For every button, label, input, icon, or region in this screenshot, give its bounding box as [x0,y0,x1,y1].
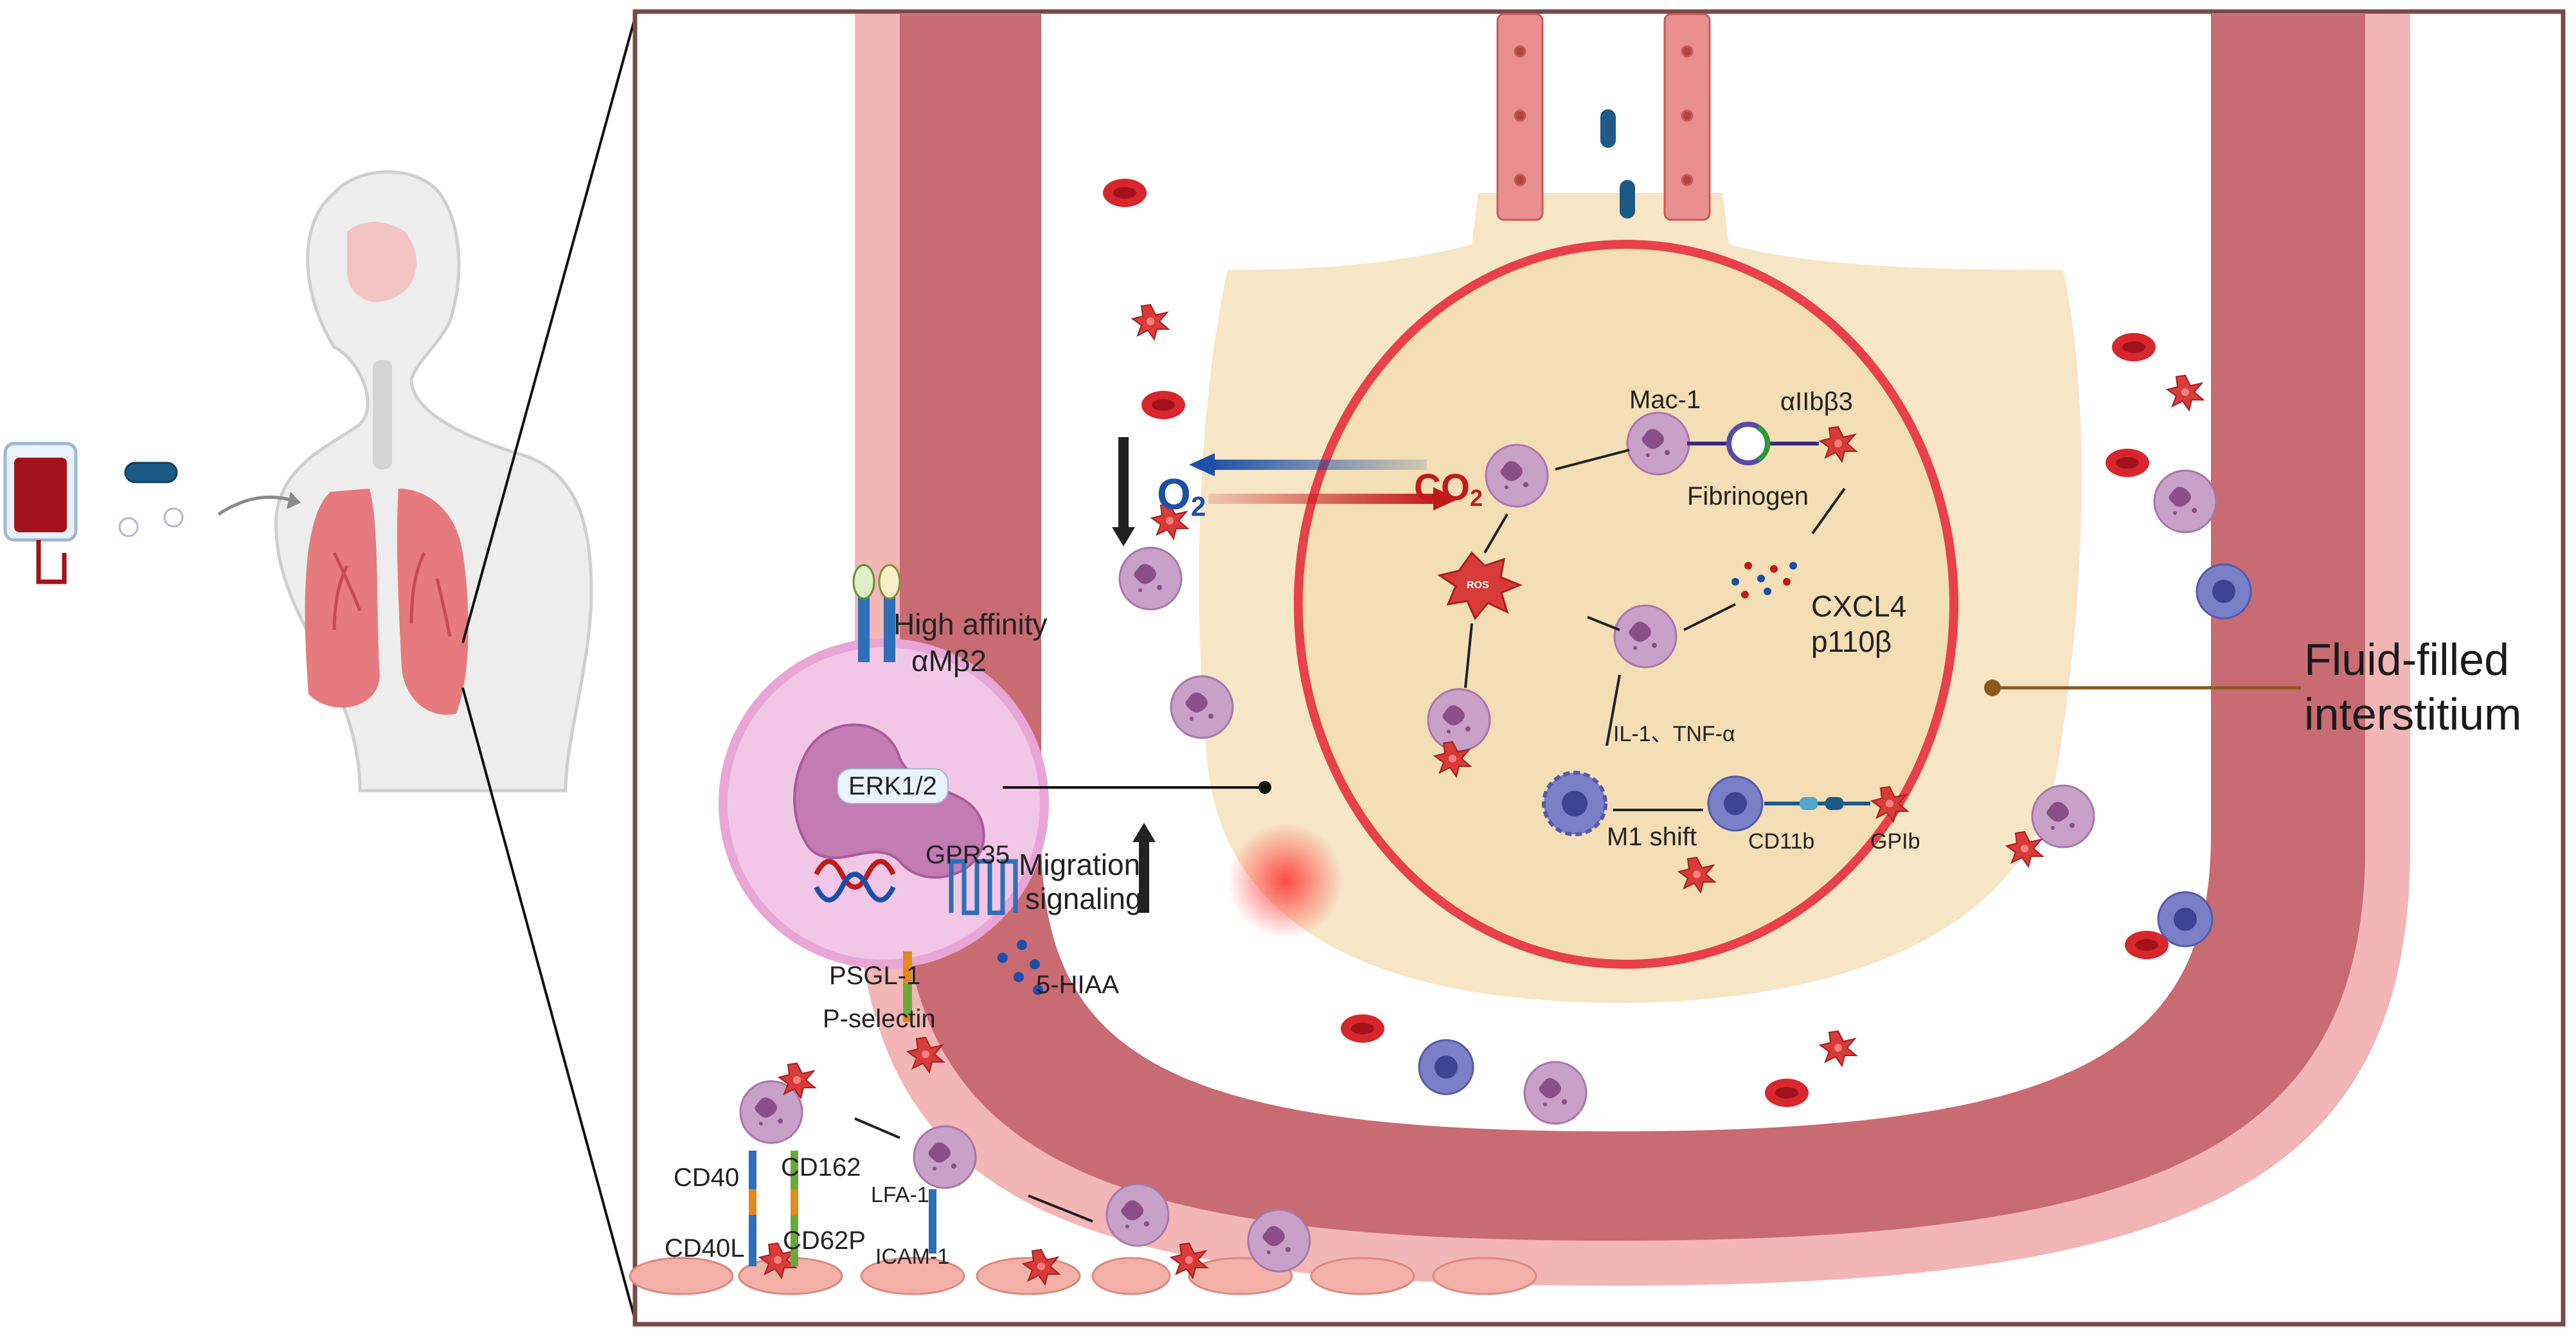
label-cd40l: CD40L [665,1234,745,1263]
label-cd162: CD162 [781,1153,861,1182]
blood-bag-icon [3,442,78,584]
interaction-arrows [1464,449,1846,811]
injury-glow [1228,823,1343,939]
bacterium-icon [124,462,178,483]
neutrophil-transmigration [1247,1209,1311,1273]
label-p110b: p110β [1811,625,1892,658]
ros-burst [1437,551,1523,620]
label-aiib-b3: αIIbβ3 [1780,388,1853,416]
label-ros: ROS [1467,580,1489,591]
co2-arrow [1208,494,1440,504]
flow-arrow-up [1139,836,1149,913]
label-interstitium: interstitium [2304,689,2522,739]
alveolus [1199,193,2082,1003]
flow-arrow-down [1118,437,1129,534]
label-co2: CO2 [1414,467,1483,511]
label-cd40: CD40 [674,1164,740,1192]
label-gpr35: GPR35 [926,841,1010,869]
bacterium-icon [1600,109,1616,148]
cxcl4-granules [1731,562,1797,598]
neutrophil-lower-left [1427,688,1491,752]
neutrophil-adhesion [1105,1183,1170,1247]
neutrophil-mac1 [1626,411,1690,476]
blood-vessel [855,14,2410,1286]
bacterium-icon [1620,180,1635,219]
cascade-arrow-1 [854,1117,900,1139]
airway-epithelium [1496,13,1711,221]
virus-icon [118,507,184,537]
erk-badge: ERK1/2 [837,768,949,804]
m1-macrophage [1542,771,1607,836]
o2-arrow [1208,460,1427,470]
label-cd11b: CD11b [1748,829,1815,854]
label-5-hiaa: 5-HIAA [1036,971,1119,999]
neutrophil-rolling-2 [913,1125,977,1189]
label-signaling: signaling [1025,882,1142,915]
zoom-panel-border [632,9,2566,1327]
label-m1-shift: M1 shift [1607,823,1697,851]
gpr35-receptor [949,859,1018,915]
neutrophil-center [1613,604,1677,669]
neutrophil-rolling-1 [739,1080,803,1144]
label-psgl1: PSGL-1 [829,962,921,990]
label-lfa1: LFA-1 [871,1183,929,1207]
mac1-fibrinogen-bridge [1687,422,1819,465]
endothelium-row [629,1257,1537,1295]
zoom-line-bottom [461,687,638,1325]
label-mac1: Mac-1 [1629,386,1701,414]
cascade-arrow-2 [1028,1194,1093,1223]
label-fibrinogen: Fibrinogen [1687,482,1809,510]
label-integrin: αMβ2 [911,644,987,678]
cd11b-gpib-bridge [1764,797,1870,810]
zoom-line-top [461,12,638,643]
integrin-receptor [852,564,901,662]
macrophage [1707,775,1764,832]
label-migration: Migration [1019,848,1141,881]
neutrophil-netosis [1485,444,1549,508]
label-gpib: GPIb [1870,829,1920,854]
label-p-selectin: P-selectin [823,1005,936,1033]
platelet-cd40 [778,1063,816,1099]
label-fluid-filled: Fluid-filled [2304,634,2509,685]
inhalation-arrow [217,495,296,516]
label-high-affinity: High affinity [893,607,1048,641]
human-figure [274,170,593,793]
label-cd62p: CD62P [783,1227,866,1255]
label-o2: O2 [1157,470,1206,522]
label-icam1: ICAM-1 [875,1245,950,1269]
label-il1-tnf: IL-1、TNF-α [1613,722,1735,746]
5-hiaa-molecules [997,940,1043,995]
label-cxcl4: CXCL4 [1811,589,1907,623]
